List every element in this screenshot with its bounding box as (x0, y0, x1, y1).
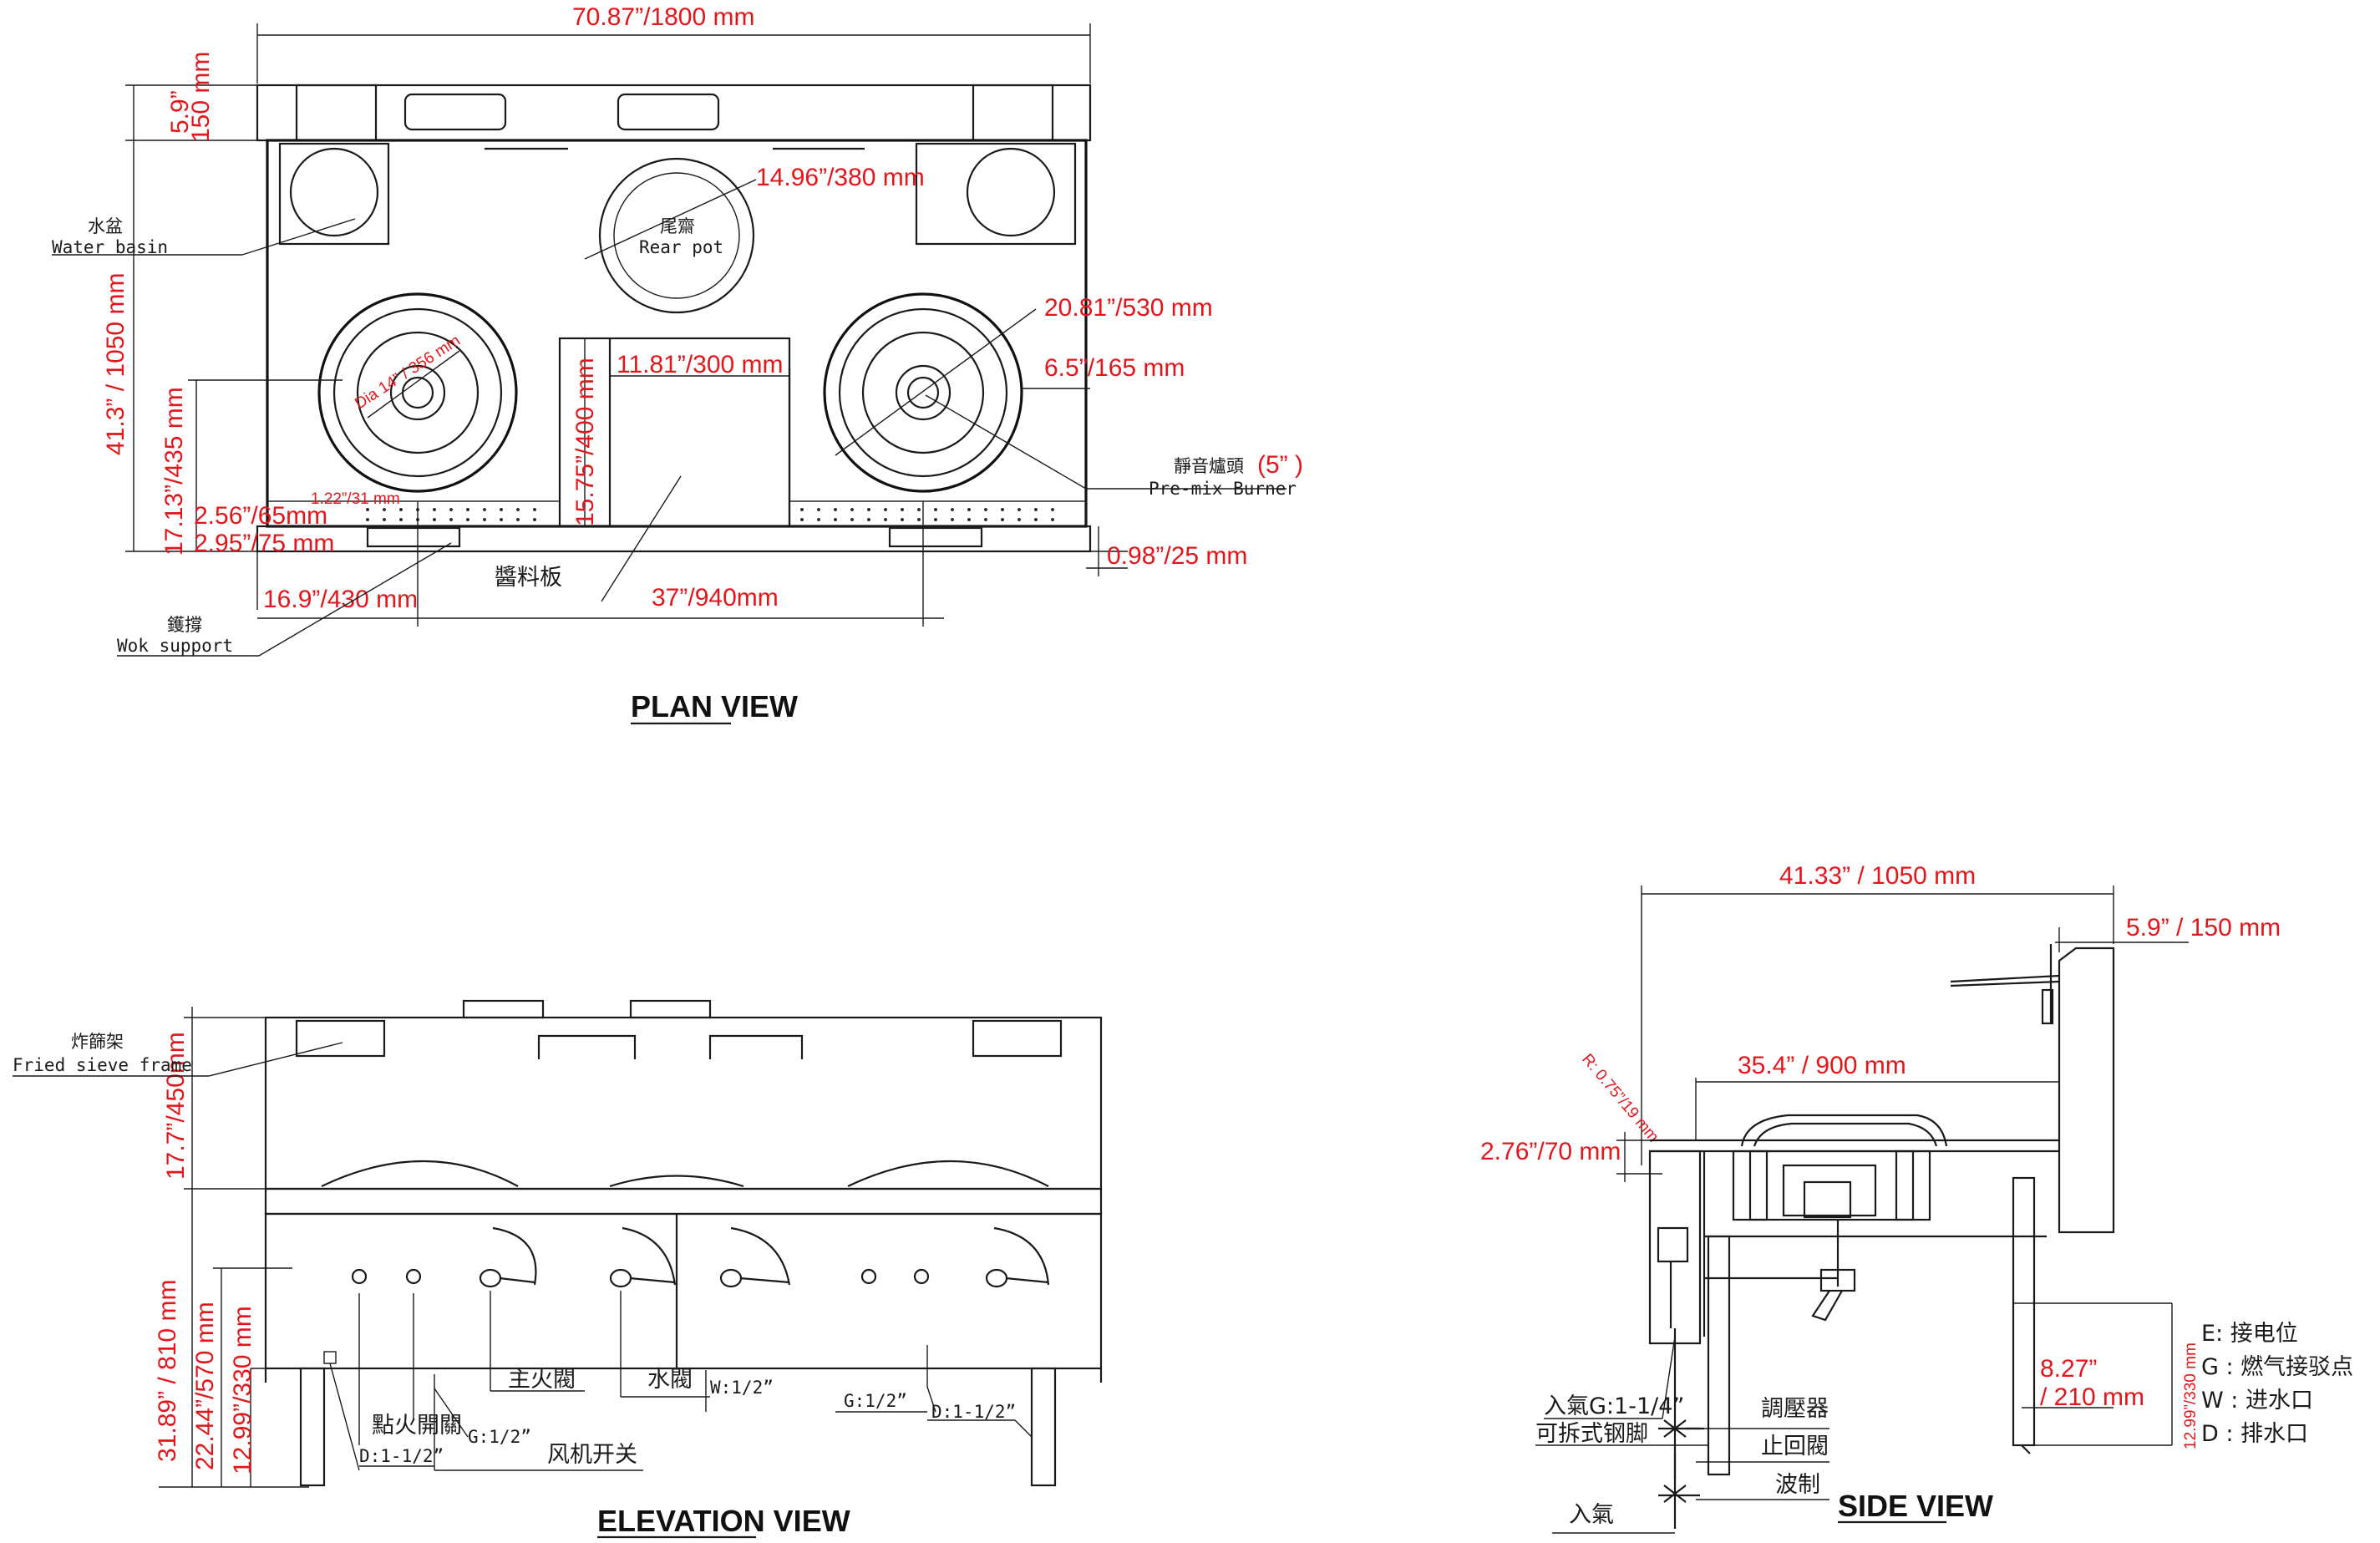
side-regulator-label: 調壓器 (1761, 1396, 1829, 1422)
side-view-title: SIDE VIEW (1838, 1489, 1993, 1523)
plan-sauce-cn-label: 醬料板 (495, 565, 562, 591)
side-check-label: 止回閥 (1761, 1434, 1829, 1459)
plan-dia-dim: Dia 14” / 356 mm (352, 332, 464, 413)
elev-body-dim: 22.44”/570 mm (191, 1302, 219, 1470)
elev-water-valve-label: 水閥 (647, 1367, 693, 1393)
elev-d-left-label: D:1-1/2” (359, 1446, 444, 1466)
drip-perforation (366, 508, 1054, 521)
side-inner-dim: 35.4” / 900 mm (1738, 1052, 1906, 1079)
side-legend-e: E: 接电位 (2201, 1321, 2298, 1347)
elevation-view: 17.7”/450mm 31.89” / 810 mm 22.44”/570 m… (13, 999, 1103, 1539)
plan-rear-pot-dim: 14.96”/380 mm (756, 164, 925, 191)
side-legend-d: D : 排水口 (2201, 1421, 2308, 1447)
plan-rear-cn-label: 尾齋 (660, 216, 695, 236)
plan-burner-offset-dim: 17.13”/435 mm (160, 387, 188, 556)
side-inlet-label: 入氣 (1569, 1502, 1614, 1528)
side-legend-w: W : 进水口 (2201, 1388, 2313, 1414)
elev-d-right-label: D:1-1/2” (931, 1402, 1016, 1422)
plan-width-dim: 70.87”/1800 mm (572, 3, 754, 31)
elev-total-dim: 31.89” / 810 mm (154, 1280, 181, 1462)
plan-front-b-dim: 2.95”/75 mm (194, 530, 334, 557)
side-leg-dim: 12.99”/330 mm (2182, 1343, 2200, 1449)
plan-wok-cn-label: 鑊撐 (167, 615, 202, 635)
plan-center-width-dim: 11.81”/300 mm (617, 351, 784, 378)
plan-rear-en-label: Rear pot (639, 237, 723, 257)
elev-sieve-cn-label: 炸篩架 (71, 1032, 124, 1052)
plan-left-burner-dim: 16.9”/430 mm (263, 586, 418, 613)
plan-lip-dim: 0.98”/25 mm (1107, 542, 1247, 570)
side-foot-a-dim: 8.27” (2040, 1355, 2097, 1383)
plan-drip-dim: 1.22”/31 mm (311, 490, 400, 508)
plan-front-a-dim: 2.56”/65mm (194, 502, 327, 530)
elev-g-left-label: G:1/2” (468, 1427, 531, 1447)
plan-premix-cn-label: 靜音爐頭 (1174, 456, 1244, 476)
elev-upper-dim: 17.7”/450mm (162, 1032, 190, 1180)
elevation-view-title: ELEVATION VIEW (597, 1504, 850, 1538)
plan-center-depth-dim: 15.75”/400 mm (571, 358, 599, 526)
side-radius-dim: R: 0.75”/19 mm (1578, 1051, 1662, 1146)
side-depth-dim: 41.33” / 1050 mm (1779, 862, 1976, 890)
plan-back-depth-dim: 5.9” (166, 90, 194, 134)
plan-water-cn-label: 水盆 (88, 216, 123, 236)
elev-main-valve-label: 主火閥 (508, 1367, 576, 1393)
side-gas-in-label: 入氣G:1-1/4” (1544, 1393, 1684, 1419)
plan-premix-size-label: (5” ) (1257, 451, 1303, 479)
plan-burner-spacing-dim: 37”/940mm (652, 584, 779, 612)
side-front-dim: 2.76”/70 mm (1480, 1138, 1621, 1165)
side-legs-label: 可拆式钢脚 (1535, 1421, 1648, 1447)
side-view: 41.33” / 1050 mm 5.9” / 150 mm 35.4” / 9… (1480, 862, 2353, 1534)
elev-fan-label: 风机开关 (547, 1442, 637, 1468)
plan-view-title: PLAN VIEW (631, 689, 798, 723)
plan-burner-ring-dim: 20.81”/530 mm (1044, 294, 1213, 322)
plan-side-gap-dim: 6.5”/165 mm (1044, 354, 1185, 382)
plan-total-depth-dim: 41.3” / 1050 mm (102, 273, 129, 455)
elev-w-label: W:1/2” (710, 1378, 774, 1398)
elev-leg-dim: 12.99”/330 mm (229, 1306, 256, 1474)
side-legend-g: G : 燃气接驳点 (2201, 1354, 2353, 1380)
elev-g-right-label: G:1/2” (844, 1391, 907, 1411)
plan-back-depth-mm-dim: 150 mm (187, 52, 215, 142)
side-foot-b-dim: / 210 mm (2040, 1383, 2144, 1411)
plan-water-en-label: Water basin (52, 237, 168, 257)
plan-view: 70.87”/1800 mm (52, 3, 1303, 725)
side-back-dim: 5.9” / 150 mm (2126, 914, 2281, 942)
elev-sieve-en-label: Fried sieve frame (13, 1055, 192, 1075)
side-wave-label: 波制 (1775, 1472, 1820, 1498)
elev-ignite-label: 點火開關 (372, 1413, 462, 1439)
plan-wok-en-label: Wok support (117, 636, 233, 656)
